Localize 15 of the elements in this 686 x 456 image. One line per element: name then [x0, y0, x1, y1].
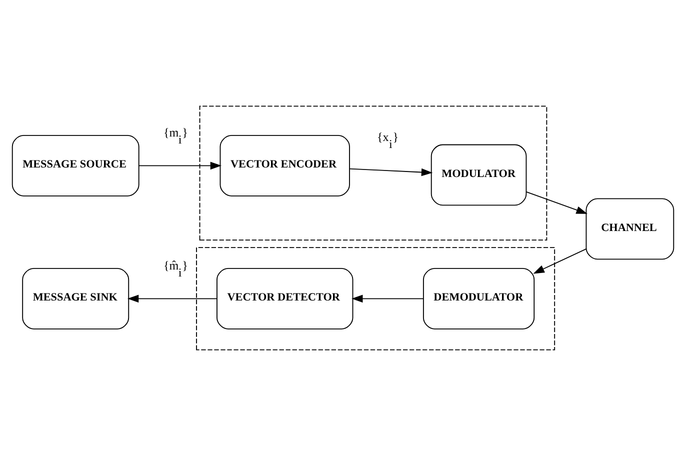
cluster: [199, 106, 548, 241]
cluster: [196, 247, 556, 350]
arrow: [349, 168, 433, 176]
arrow: [533, 248, 587, 274]
arrow: [526, 191, 588, 214]
node-box: VECTOR DETECTOR: [216, 268, 354, 330]
node-box: MESSAGE SINK: [22, 268, 130, 330]
node-box: CHANNEL: [586, 198, 674, 260]
arrow: [127, 294, 218, 303]
arrow: [138, 162, 222, 170]
arrow: [352, 294, 424, 303]
node-box: MESSAGE SOURCE: [12, 135, 140, 196]
node-box: DEMODULATOR: [422, 268, 535, 330]
node-box: MODULATOR: [430, 144, 527, 206]
node-box: VECTOR ENCODER: [220, 135, 350, 196]
